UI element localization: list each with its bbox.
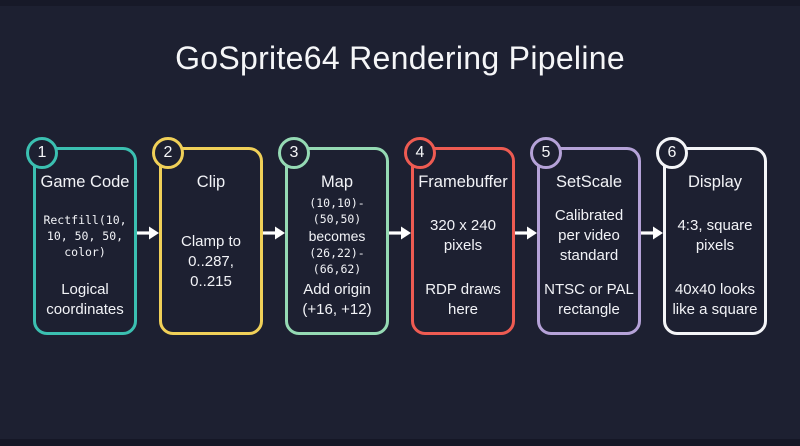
box-body-line: (10,10)- [309, 196, 365, 210]
arrow-right-icon [263, 147, 285, 242]
box-body-line: (50,50) [312, 212, 362, 226]
top-letterbox-strip [0, 0, 800, 6]
box-body-line: 0..215 [190, 273, 232, 290]
box-footnote: NTSC or PAL rectangle [540, 280, 638, 320]
box-footnote-line: rectangle [558, 301, 620, 318]
box-body-line: standard [559, 247, 619, 264]
box-body-line: 10, 50, 50, [46, 229, 124, 243]
box-body-line: 320 x 240 [430, 217, 496, 234]
step-number-badge: 1 [26, 137, 58, 169]
box-body-line: per video [558, 227, 620, 244]
box-title: Map [320, 173, 354, 191]
arrow-right-icon [137, 147, 159, 242]
box-body: Clamp to 0..287, 0..215 [162, 192, 260, 332]
box-body: Calibrated per video standard [540, 192, 638, 280]
box-title: Clip [196, 173, 226, 191]
box-footnote-line: here [447, 301, 479, 318]
box-footnote: 40x40 looks like a square [666, 280, 764, 320]
step-number-badge: 3 [278, 137, 310, 169]
arrow-right-icon [389, 147, 411, 242]
box-body-line: (66,62) [312, 262, 362, 276]
step-number-badge: 4 [404, 137, 436, 169]
box-footnote-line: Add origin [303, 281, 371, 298]
box-footnote-line: like a square [672, 301, 758, 318]
box-body: 4:3, square pixels [666, 192, 764, 280]
box-footnote: Logical coordinates [36, 280, 134, 320]
page-title: GoSprite64 Rendering Pipeline [175, 40, 625, 76]
box-body-line: color) [64, 245, 106, 259]
step-number-badge: 5 [530, 137, 562, 169]
box-body-line: becomes [308, 228, 366, 244]
box-footnote-line: RDP draws [425, 281, 501, 298]
arrow-right-icon [641, 147, 663, 242]
box-body: (10,10)- (50,50) becomes (26,22)- (66,62) [288, 192, 386, 280]
box-title: SetScale [555, 173, 623, 191]
box-body-line: 0..287, [188, 253, 234, 270]
box-body-line: pixels [695, 237, 735, 254]
box-body-line: Clamp to [180, 233, 242, 250]
box-body: 320 x 240 pixels [414, 192, 512, 280]
box-footnote-line: (+16, +12) [302, 301, 372, 318]
box-body-line: (26,22)- [309, 246, 365, 260]
box-footnote: RDP draws here [414, 280, 512, 320]
box-body-line: Rectfill(10, [43, 213, 127, 227]
bottom-letterbox-strip [0, 439, 800, 446]
box-footnote-line: 40x40 looks [674, 281, 756, 298]
arrow-right-icon [515, 147, 537, 242]
box-title: Display [687, 173, 743, 191]
box-footnote-line: NTSC or PAL [544, 281, 634, 298]
box-body-line: pixels [443, 237, 483, 254]
step-number-badge: 6 [656, 137, 688, 169]
step-number-badge: 2 [152, 137, 184, 169]
box-footnote-line: Logical [61, 281, 109, 298]
box-footnote-line: coordinates [46, 301, 124, 318]
box-title: Framebuffer [418, 173, 508, 191]
box-body-line: 4:3, square [677, 217, 753, 234]
box-title: Game Code [40, 173, 130, 191]
box-body: Rectfill(10, 10, 50, 50, color) [36, 192, 134, 280]
box-footnote: Add origin (+16, +12) [288, 280, 386, 320]
box-body-line: Calibrated [554, 207, 624, 224]
